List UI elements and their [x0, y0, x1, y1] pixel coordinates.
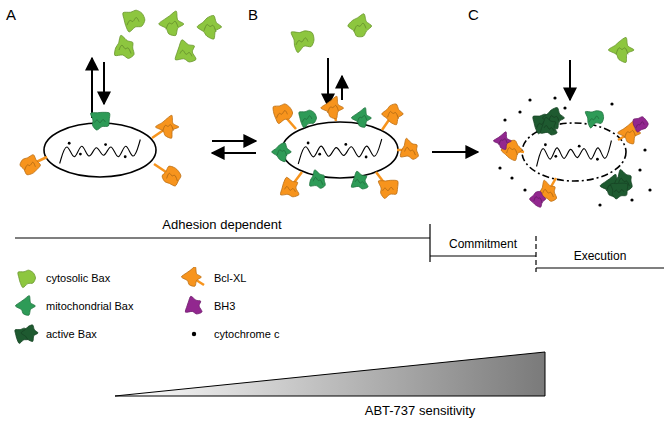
- arrow: [327, 58, 329, 106]
- mitochondrion: [282, 122, 398, 178]
- legend-item: BH3: [180, 295, 235, 317]
- protein-icon: [493, 132, 511, 150]
- panel-letter: B: [248, 6, 258, 23]
- protein-icon: [351, 108, 371, 128]
- arrow: [103, 62, 105, 104]
- cytochrome-dot: [510, 176, 513, 179]
- legend-text: BH3: [214, 300, 235, 312]
- protein-icon: [585, 111, 603, 128]
- mitochondrion: [44, 123, 156, 177]
- arrow: [91, 58, 93, 118]
- protein-icon: [162, 166, 181, 186]
- protein-icon: [540, 117, 557, 135]
- cytochrome-dot: [503, 118, 506, 121]
- cytochrome-dot: [610, 102, 613, 105]
- cytochrome-dot: [563, 106, 566, 109]
- protein-icon: [272, 143, 292, 162]
- protein-icon: [123, 10, 145, 32]
- legend-item: mitochondrial Bax: [12, 295, 133, 317]
- protein-icon: [310, 170, 326, 189]
- sensitivity-wedge: [115, 352, 545, 396]
- stage-bars: [15, 224, 664, 272]
- protein-icon: [608, 37, 634, 62]
- legend-item: cytosolic Bax: [12, 267, 110, 289]
- protein-icon: [20, 155, 40, 175]
- protein-icon: [91, 112, 110, 130]
- arrow: [432, 151, 478, 153]
- legend-swatch: [180, 267, 208, 289]
- legend-text: cytosolic Bax: [46, 272, 110, 284]
- protein-icon: [382, 104, 403, 125]
- protein-icon: [348, 14, 372, 37]
- legend-text: mitochondrial Bax: [46, 300, 133, 312]
- legend-text: cytochrome c: [214, 328, 279, 340]
- legend-swatch: [12, 323, 40, 345]
- stage-label: Execution: [574, 250, 627, 264]
- legend-text: active Bax: [46, 328, 97, 340]
- cytochrome-dot: [498, 166, 501, 169]
- protein-icon: [273, 104, 293, 124]
- panel-letter: A: [6, 6, 16, 23]
- protein-icon: [400, 138, 418, 159]
- cytochrome-dot: [638, 168, 641, 171]
- cytochrome-dot: [643, 148, 646, 151]
- cytochrome-dot: [630, 198, 633, 201]
- legend-item: active Bax: [12, 323, 97, 345]
- arrow: [212, 140, 256, 142]
- protein-icon: [299, 110, 317, 127]
- cytochrome-dot: [523, 188, 526, 191]
- axis-label: ABT-737 sensitivity: [365, 404, 476, 419]
- legend-swatch: [12, 295, 40, 317]
- cytochrome-dot: [648, 188, 651, 191]
- protein-icon: [197, 15, 221, 39]
- legend-swatch: [12, 267, 40, 289]
- arrow: [341, 76, 343, 100]
- cytochrome-dot: [553, 96, 556, 99]
- protein-icon: [114, 35, 134, 58]
- legend-swatch: [180, 323, 208, 345]
- arrow: [569, 60, 571, 100]
- protein-icon: [530, 191, 546, 207]
- protein-icon: [321, 96, 344, 118]
- protein-icon: [291, 31, 314, 53]
- cytochrome-dot: [528, 98, 531, 101]
- protein-icon: [159, 11, 184, 36]
- protein-icon: [280, 177, 299, 196]
- cytochrome-dot: [598, 203, 601, 206]
- legend-swatch: [180, 295, 208, 317]
- protein-icon: [611, 183, 628, 199]
- protein-icon: [378, 180, 398, 198]
- panel-letter: C: [468, 6, 479, 23]
- legend-item: Bcl-XL: [180, 267, 246, 289]
- legend-item: cytochrome c: [180, 323, 279, 345]
- protein-icon: [175, 40, 196, 62]
- protein-icon: [633, 117, 648, 132]
- stage-label: Adhesion dependent: [162, 218, 281, 233]
- stage-label: Commitment: [449, 238, 517, 252]
- legend-text: Bcl-XL: [214, 272, 246, 284]
- cytochrome-dot: [518, 110, 521, 113]
- protein-icon: [351, 171, 368, 189]
- protein-icon: [155, 115, 178, 138]
- arrow: [212, 152, 256, 154]
